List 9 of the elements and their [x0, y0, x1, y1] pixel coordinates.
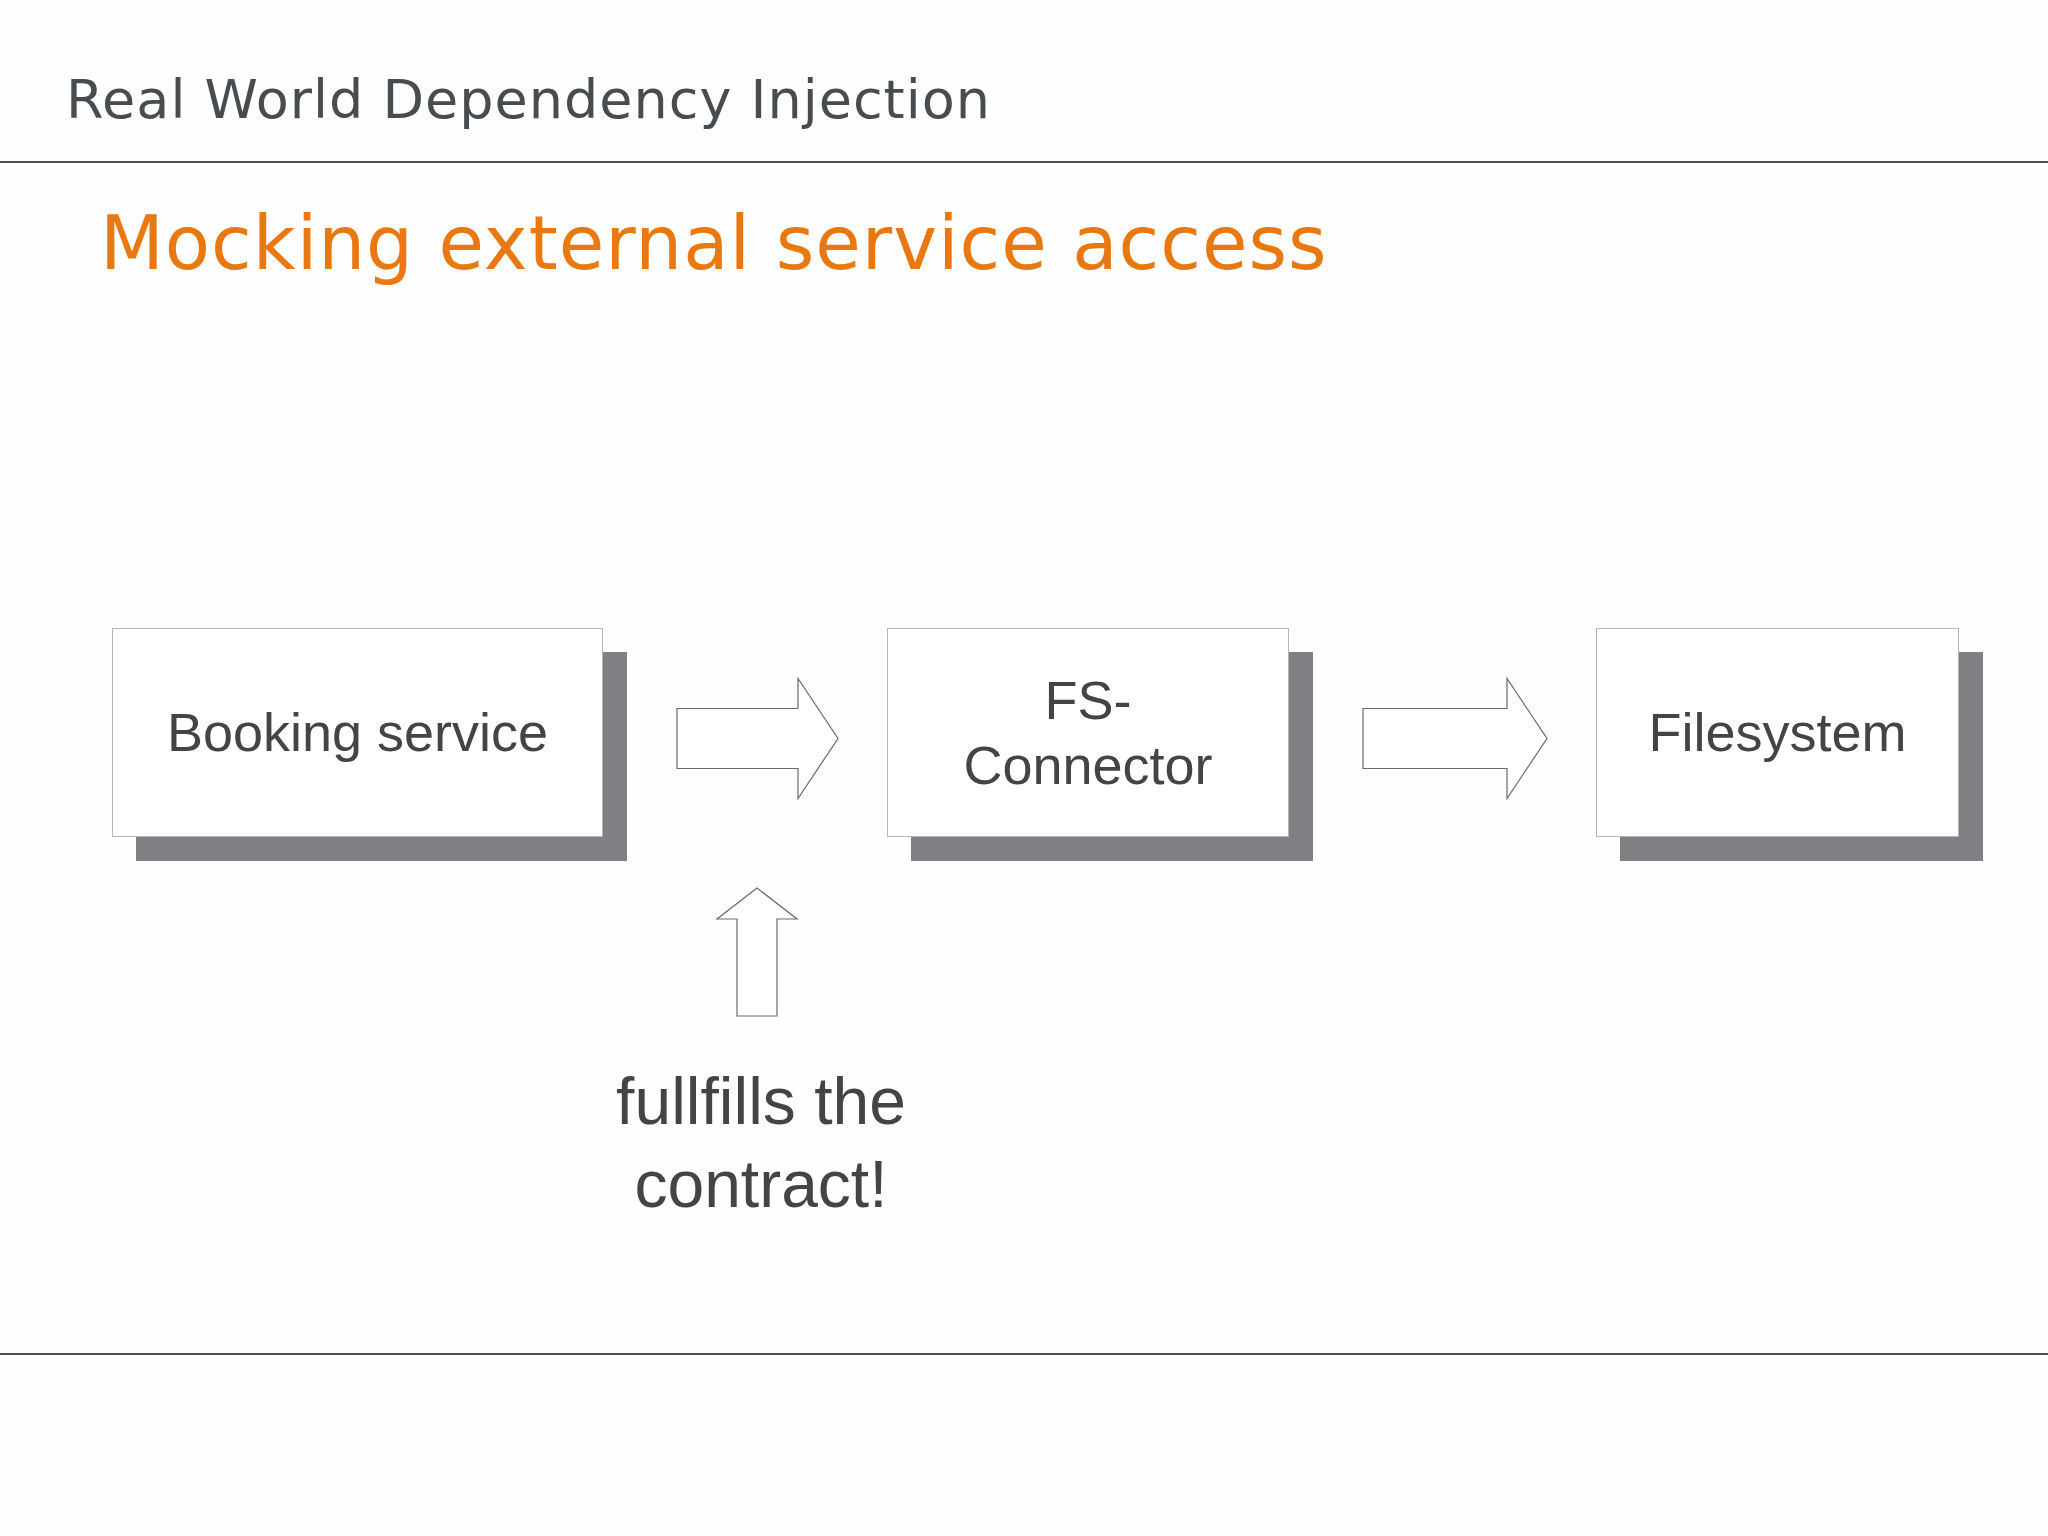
- annotation-text: fullfills the contract!: [616, 1064, 906, 1221]
- component-label: Booking service: [166, 701, 549, 765]
- slide-title: Mocking external service access: [100, 200, 1328, 286]
- slide-header: Real World Dependency Injection: [66, 68, 992, 131]
- block-arrow: [715, 887, 799, 1017]
- block-arrow: [1362, 676, 1548, 801]
- component-label: FS-Connector: [962, 668, 1214, 797]
- component-label: Filesystem: [1648, 701, 1907, 765]
- block-arrow: [676, 676, 839, 801]
